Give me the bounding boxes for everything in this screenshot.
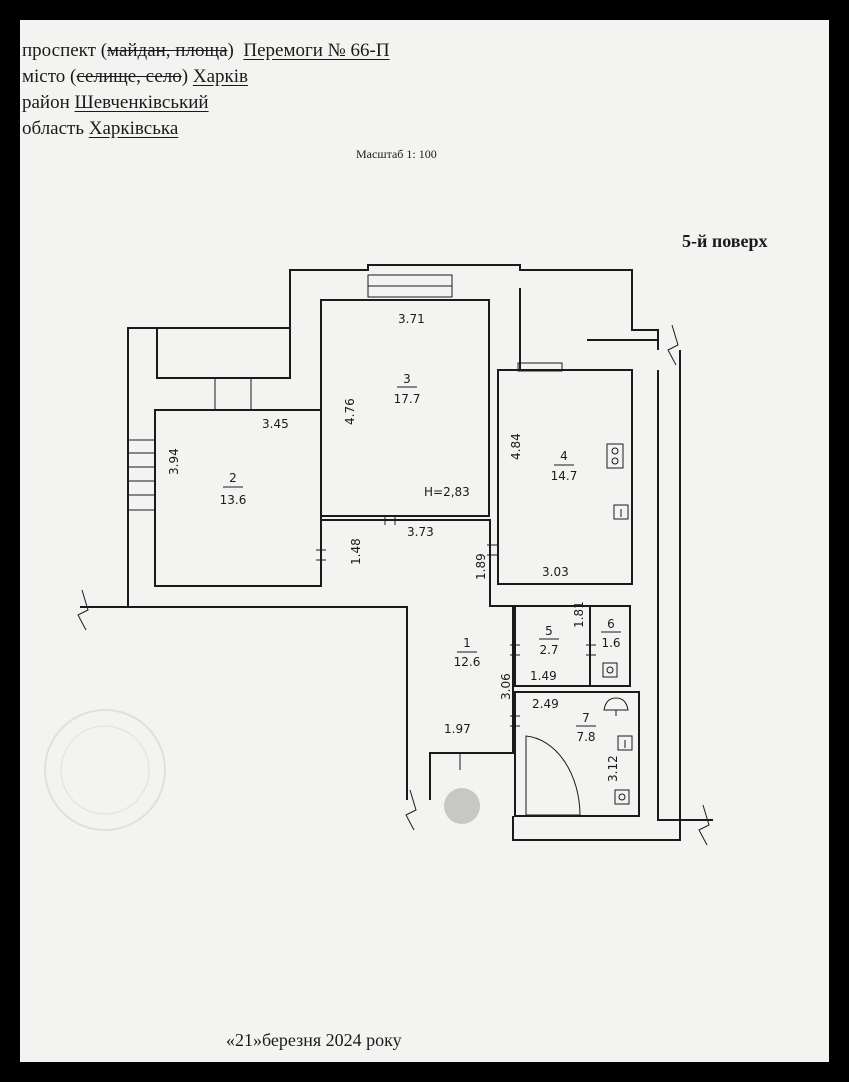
dim-label: 3.06 [499, 673, 513, 700]
stove-icon [606, 443, 624, 469]
dim-label: 3.71 [398, 312, 425, 326]
toilet-icon [614, 789, 630, 805]
dim-label: 3.45 [262, 417, 289, 431]
dim-label: 1.49 [530, 669, 557, 683]
room-1-label: 1 12.6 [454, 636, 481, 669]
room-4-label: 4 14.7 [551, 449, 578, 483]
address-line-region: область Харківська [22, 118, 179, 139]
document-sheet: проспект (майдан, площа) Перемоги № 66-П… [20, 20, 829, 1062]
sink-icon [613, 504, 629, 520]
door-swing-icon [525, 735, 581, 816]
dim-label: 4.84 [509, 433, 523, 460]
svg-text:2.7: 2.7 [539, 643, 558, 657]
svg-text:1: 1 [463, 636, 471, 650]
address-line-district: район Шевченківський [22, 92, 209, 113]
apartment-walls [77, 264, 713, 846]
svg-text:6: 6 [607, 617, 615, 631]
dim-label: 4.76 [343, 398, 357, 425]
dim-label: 1.97 [444, 722, 471, 736]
ceiling-height-label: H=2,83 [424, 485, 470, 499]
dim-label: 1.48 [349, 538, 363, 565]
room-7-label: 7 7.8 [576, 711, 596, 744]
floor-label: 5-й поверх [682, 231, 768, 251]
svg-text:14.7: 14.7 [551, 469, 578, 483]
dim-label: 1.81 [572, 601, 586, 628]
stamp-seal-icon [44, 709, 166, 831]
city-value: Харків [192, 66, 248, 87]
address-line-city: місто (селище, село) Харків [22, 66, 248, 87]
avenue-value: Перемоги № 66-П [243, 40, 390, 61]
address-line-avenue: проспект (майдан, площа) Перемоги № 66-П [22, 40, 390, 61]
dim-label: 2.49 [532, 697, 559, 711]
region-value: Харківська [88, 118, 179, 139]
scale-note: Масштаб 1: 100 [356, 147, 437, 161]
bathtub-icon [603, 697, 629, 716]
svg-text:4: 4 [560, 449, 568, 463]
toilet-icon [602, 662, 618, 678]
svg-text:13.6: 13.6 [220, 493, 247, 507]
dim-label: 1.89 [474, 553, 488, 580]
svg-text:12.6: 12.6 [454, 655, 481, 669]
dim-label: 3.12 [606, 755, 620, 782]
floor-plan: 1 3 17.7 2 13.6 4 14.7 1 12.6 5 2.7 6 [44, 264, 713, 846]
dim-label: 3.03 [542, 565, 569, 579]
svg-text:1.6: 1.6 [601, 636, 620, 650]
room-6-label: 6 1.6 [601, 617, 621, 650]
stair-landing-icon [444, 788, 480, 824]
district-value: Шевченківський [74, 92, 209, 113]
document-date: «21»березня 2024 року [226, 1030, 402, 1050]
room-2-label: 2 13.6 [220, 471, 247, 507]
room-3-label: 1 3 17.7 [394, 372, 421, 406]
room-5-label: 5 2.7 [539, 624, 559, 657]
sink-icon [617, 735, 633, 751]
svg-text:2: 2 [229, 471, 237, 485]
dim-label: 3.73 [407, 525, 434, 539]
dim-label: 3.94 [167, 448, 181, 475]
svg-text:7.8: 7.8 [576, 730, 595, 744]
svg-text:5: 5 [545, 624, 553, 638]
svg-text:17.7: 17.7 [394, 392, 421, 406]
svg-text:3: 3 [403, 372, 411, 386]
svg-text:7: 7 [582, 711, 590, 725]
